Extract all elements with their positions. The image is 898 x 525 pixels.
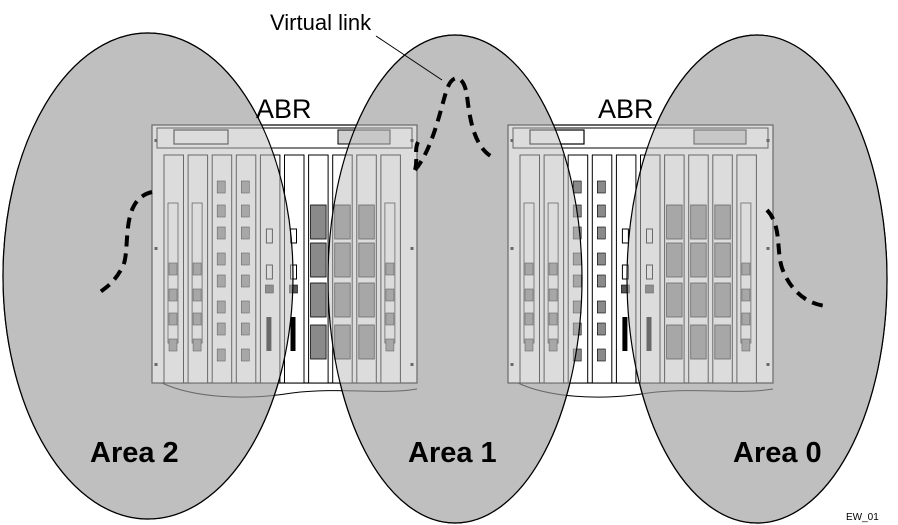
port	[597, 226, 606, 240]
port-block	[310, 324, 327, 360]
port	[597, 180, 606, 194]
virtual-link-leader	[375, 35, 443, 81]
card-slot	[290, 317, 296, 351]
port	[597, 204, 606, 218]
area-0-overlay	[626, 34, 888, 524]
virtual-link	[413, 76, 496, 172]
figure-id: EW_01	[846, 512, 879, 523]
abr-label-left: ABR	[256, 94, 312, 124]
abr-label-right: ABR	[598, 94, 654, 124]
area-1-overlay	[327, 34, 583, 524]
card-slot	[622, 317, 628, 351]
area-2-label: Area 2	[90, 437, 179, 469]
port	[597, 274, 606, 288]
port	[597, 252, 606, 266]
port	[572, 180, 582, 194]
port	[597, 300, 606, 314]
area-0-link	[765, 208, 827, 308]
port	[597, 322, 606, 336]
port	[597, 348, 606, 362]
port-block	[310, 282, 327, 318]
serial-port	[621, 228, 629, 244]
line-card	[308, 154, 329, 384]
area-2-overlay	[2, 32, 294, 520]
area-1-label: Area 1	[408, 437, 497, 469]
port-block	[310, 204, 327, 240]
line-card	[591, 154, 613, 384]
virtual-link-left-tail	[413, 141, 420, 171]
port-block	[310, 242, 327, 278]
area-0-label: Area 0	[733, 437, 822, 469]
virtual-link-label: Virtual link	[270, 10, 372, 35]
area-2-link	[96, 190, 153, 296]
